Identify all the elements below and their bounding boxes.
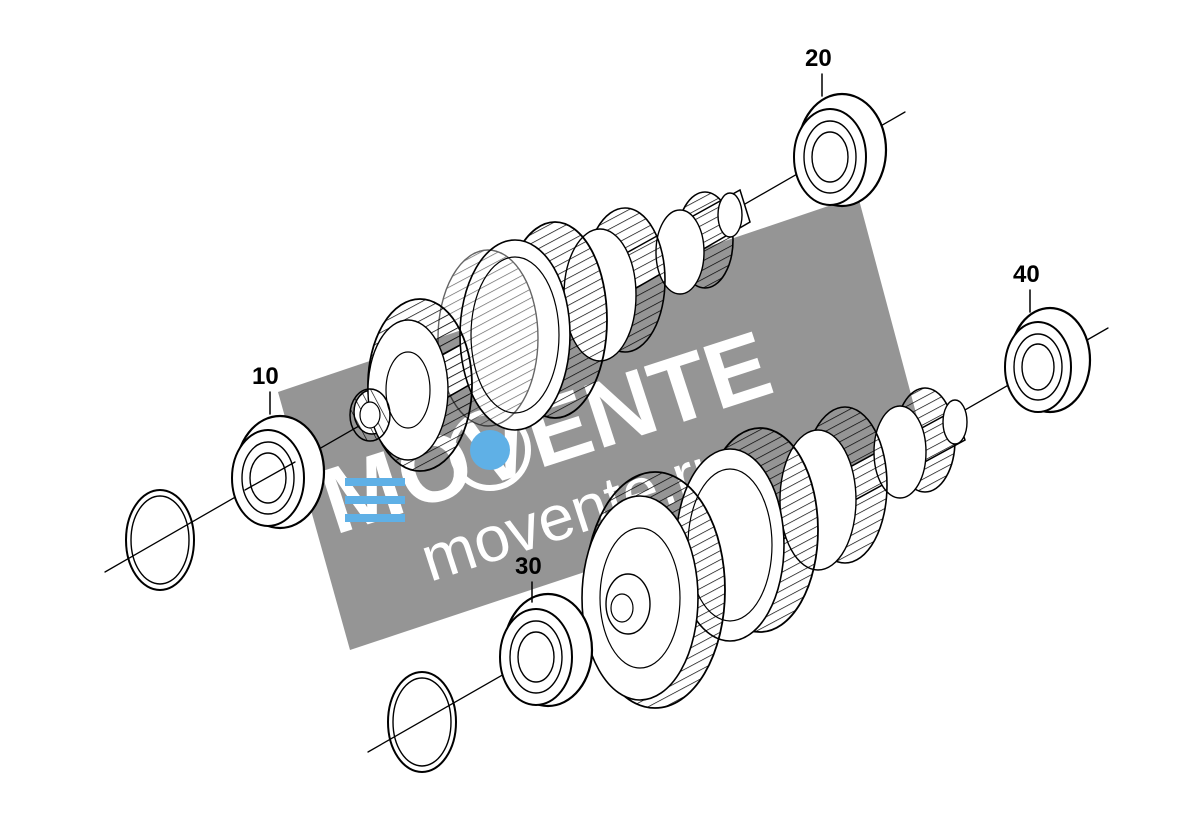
snap-ring-upper: [125, 489, 195, 591]
lower-gear-large: [581, 471, 726, 709]
callout-10: 10: [252, 363, 279, 415]
callout-30: 30: [515, 553, 542, 603]
upper-gear-large: [437, 221, 608, 431]
bearing-30: [499, 592, 594, 708]
callout-label-20: 20: [805, 45, 832, 72]
bearing-20: [793, 92, 888, 208]
lower-shaft-assembly: [367, 327, 1109, 753]
upper-shaft-front-spline: [349, 388, 391, 442]
watermark-panel: [278, 196, 928, 650]
bearing-10: [231, 414, 326, 530]
snap-ring-lower: [387, 671, 457, 773]
upper-gear-left: [367, 298, 473, 472]
callout-40: 40: [1013, 261, 1040, 313]
bearing-40: [1004, 306, 1092, 414]
lower-gear-second: [675, 427, 819, 642]
callout-20: 20: [805, 45, 832, 97]
callout-label-30: 30: [515, 553, 542, 580]
upper-gear-right-small: [655, 191, 743, 295]
watermark-stripes-icon: [345, 478, 405, 522]
callout-label-10: 10: [252, 363, 279, 390]
callout-label-40: 40: [1013, 261, 1040, 288]
